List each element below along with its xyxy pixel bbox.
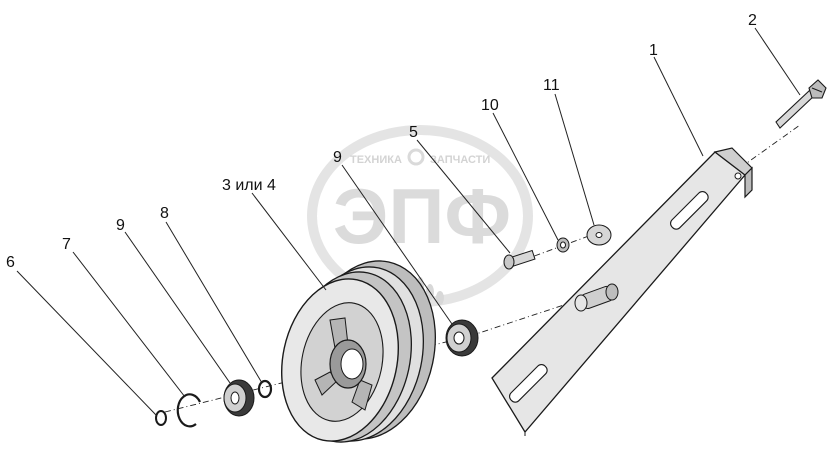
part-9-bearing-right <box>445 319 479 357</box>
leader-lines <box>16 27 801 416</box>
callout-6: 6 <box>6 254 15 271</box>
callout-11: 11 <box>543 77 560 94</box>
part-2-bolt <box>775 79 827 129</box>
part-11-washer <box>586 224 612 246</box>
callout-9-right: 9 <box>333 149 342 166</box>
watermark-logo: ЭПФ <box>333 172 511 260</box>
axle-stub <box>574 283 619 312</box>
part-3-pulley <box>280 260 436 443</box>
callout-1: 1 <box>649 42 658 59</box>
callout-5: 5 <box>409 124 418 141</box>
callout-9-left: 9 <box>116 217 125 234</box>
watermark-text-right: ЗАПЧАСТИ <box>430 154 490 166</box>
part-6-ring <box>155 410 167 426</box>
callout-2: 2 <box>748 12 757 29</box>
callout-8: 8 <box>160 205 169 222</box>
callout-10: 10 <box>481 97 499 114</box>
part-8-snap-ring <box>257 379 273 399</box>
gear-icon <box>407 148 425 166</box>
part-10-nut <box>556 237 570 253</box>
part-7-retaining-ring <box>176 393 201 428</box>
part-9-bearing-left <box>223 379 255 417</box>
watermark-text-left: ТЕХНИКА <box>350 154 402 166</box>
callouts: 1 2 3 или 4 5 6 7 8 9 9 10 11 <box>6 12 757 271</box>
part-5-bolt <box>503 249 536 270</box>
part-1-bracket <box>491 147 753 436</box>
callout-7: 7 <box>62 236 71 253</box>
callout-3: 3 или 4 <box>222 177 276 194</box>
